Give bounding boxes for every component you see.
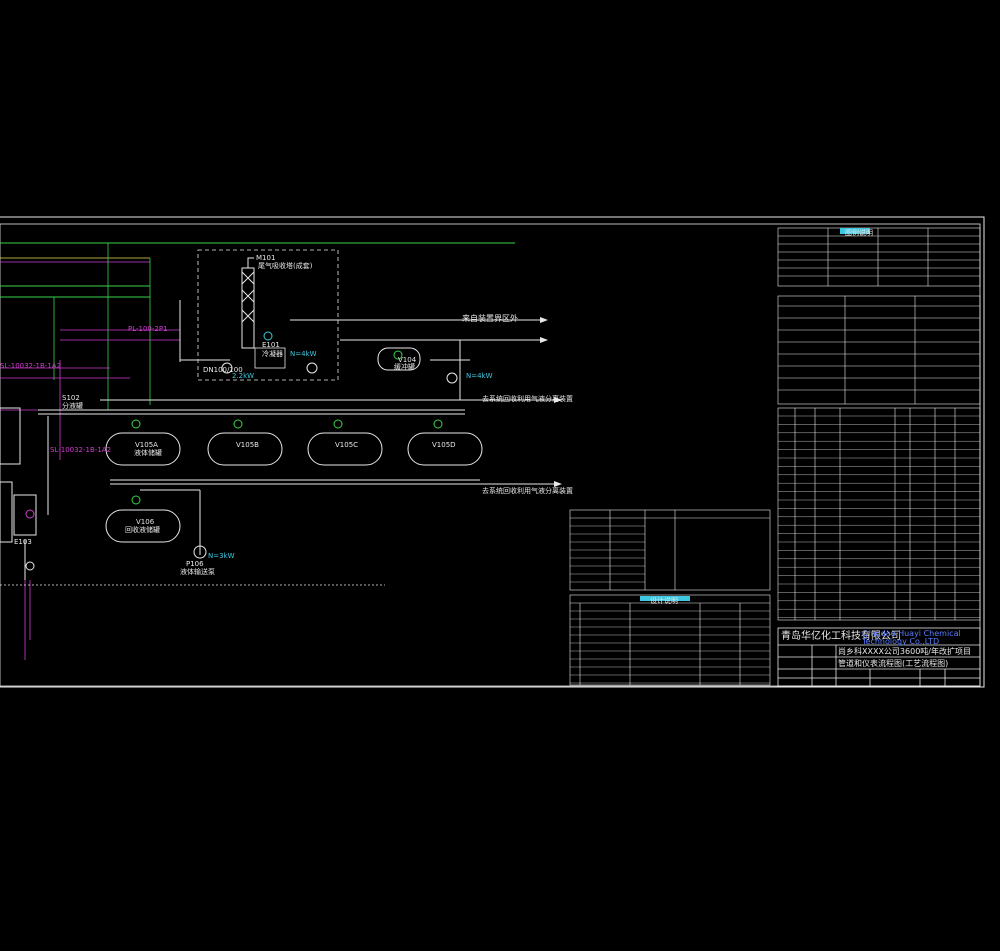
label-v104: V104 xyxy=(398,356,417,364)
receiver-v104 xyxy=(377,347,421,371)
middle-table-rows xyxy=(570,525,770,684)
tank-v105b xyxy=(207,432,283,466)
title-block xyxy=(777,627,981,687)
middle-legend-tables xyxy=(569,509,771,686)
condenser-e101 xyxy=(254,347,286,369)
main-header-pipe xyxy=(38,300,560,555)
pump-p101-icon xyxy=(221,362,233,374)
label-v105b: V105B xyxy=(236,441,259,449)
label-s102: S102 xyxy=(62,394,80,402)
left-line-label-2: SL-10032-1B-1A2 xyxy=(50,446,112,454)
legend-title: 图例说明 xyxy=(845,229,873,237)
water-from-boundary: 来自装置界区外 xyxy=(462,314,518,323)
to-system-2: 去系统回收利用气液分离装置 xyxy=(482,487,573,495)
e101-power: N=4kW xyxy=(290,350,317,358)
v104-desc: 缓冲罐 xyxy=(394,363,415,371)
pump-p104-icon xyxy=(446,372,458,384)
project-title: 尚乡科XXXX公司3600吨/年改扩项目 xyxy=(838,647,971,656)
pump-desc: 液体输送泵 xyxy=(180,568,215,576)
pumps xyxy=(193,362,458,559)
left-equipment xyxy=(0,407,37,580)
utility-lines xyxy=(0,242,515,410)
left-line-label: SL-10032-1B-1A2 xyxy=(0,362,62,370)
to-system-1: 去系统回收利用气液分离装置 xyxy=(482,395,573,403)
line-dn80: PL-100-2P1 xyxy=(128,325,168,333)
legend-header-bar xyxy=(840,228,870,234)
tank-v106-desc: 回收液储罐 xyxy=(125,526,160,534)
company-name-en: Qingdao Huayi Chemical Technology Co.,LT… xyxy=(862,629,961,646)
p101-power: 2.2kW xyxy=(232,372,255,380)
label-m101: M101 xyxy=(256,254,276,262)
s102-desc: 分液罐 xyxy=(62,402,83,410)
tank-v105a xyxy=(105,432,181,466)
label-e103: E103 xyxy=(14,538,32,546)
tank-v105d xyxy=(407,432,483,466)
m101-desc: 尾气吸收塔(成套) xyxy=(258,262,313,270)
tank-v106 xyxy=(105,509,181,543)
absorption-tower xyxy=(241,257,255,349)
label-v105c: V105C xyxy=(335,441,359,449)
e101-desc: 冷凝器 xyxy=(262,350,283,358)
label-e101: E101 xyxy=(262,341,280,349)
label-v105d: V105D xyxy=(432,441,456,449)
drawing-border xyxy=(0,216,985,688)
design-notes-header-bar xyxy=(640,596,690,601)
package-boundary-m101 xyxy=(197,249,339,381)
dn-label: DN100/100 xyxy=(203,366,243,374)
tank-v105c xyxy=(307,432,383,466)
right-legend-tables xyxy=(777,227,981,621)
design-notes-title: 设计说明 xyxy=(650,597,678,605)
label-p106: P106 xyxy=(186,560,204,568)
label-v105a: V105A xyxy=(135,441,158,449)
tank-a-desc: 液体储罐 xyxy=(134,449,162,457)
pump-power: N=3kW xyxy=(208,552,235,560)
pump-p102-icon xyxy=(306,362,318,374)
p104-power: N=4kW xyxy=(466,372,493,380)
drawing-title: 管道和仪表流程图(工艺流程图) xyxy=(838,659,949,668)
instrument-bubbles xyxy=(25,331,443,571)
arrows xyxy=(540,317,562,487)
pump-p106-icon xyxy=(193,545,207,559)
company-name-cn: 青岛华亿化工科技有限公司 xyxy=(781,631,901,642)
tanks xyxy=(105,432,483,543)
equipment-list-rows xyxy=(778,415,980,618)
label-v106: V106 xyxy=(136,518,155,526)
